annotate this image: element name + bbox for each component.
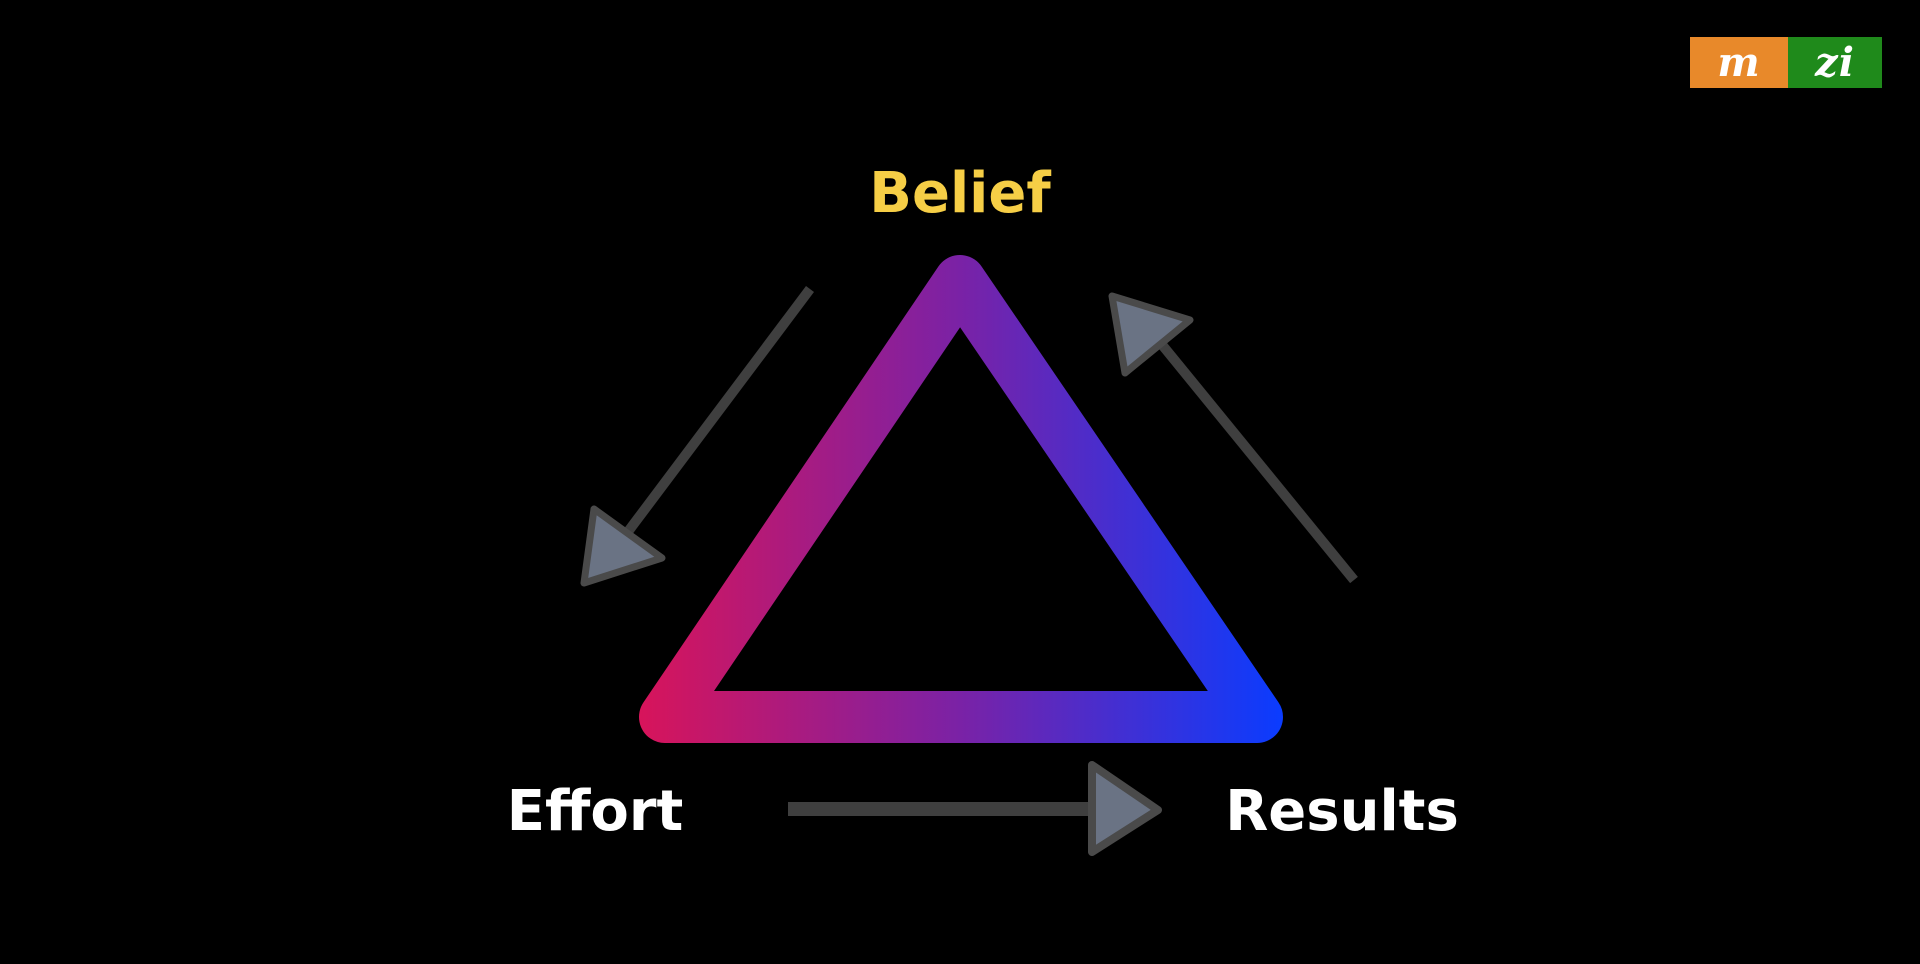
- node-label-effort: Effort: [507, 779, 683, 844]
- arrowhead-icon: [580, 505, 666, 587]
- gradient-triangle: [639, 255, 1283, 743]
- node-label-results: Results: [1225, 779, 1459, 844]
- logo-left-segment: m: [1690, 37, 1788, 88]
- arrowhead-icon: [1108, 292, 1194, 377]
- arrow-shaft: [1146, 326, 1358, 584]
- node-label-belief: Belief: [869, 161, 1051, 226]
- brand-logo: m zi: [1690, 37, 1882, 88]
- logo-right-segment: zi: [1788, 37, 1882, 88]
- arrow-belief-to-effort: [580, 286, 814, 587]
- arrow-shaft: [620, 286, 814, 540]
- arrow-results-to-belief: [1108, 292, 1358, 584]
- arrowhead-icon: [1088, 761, 1162, 856]
- arrow-effort-to-results: [788, 761, 1162, 856]
